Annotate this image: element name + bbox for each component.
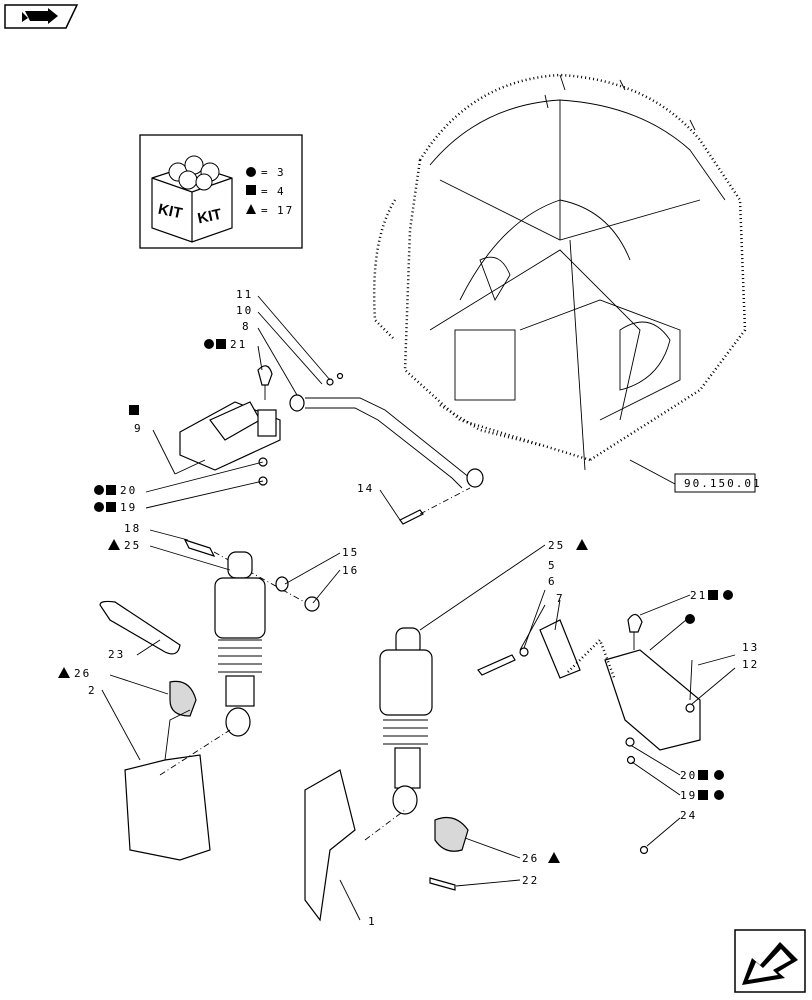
equals-sign: =	[261, 166, 270, 179]
square-symbol	[246, 185, 256, 195]
label-2: 2	[88, 684, 97, 697]
square-symbol	[106, 485, 116, 495]
next-page-arrow-icon[interactable]	[734, 929, 806, 993]
label-5: 5	[548, 559, 557, 572]
label-26: 26	[74, 667, 91, 680]
triangle-kit-value: 17	[277, 204, 294, 217]
circle-symbol	[714, 770, 724, 780]
leader-lines	[101, 295, 736, 921]
label-21: 21	[230, 338, 247, 351]
circle-symbol	[685, 614, 695, 624]
circle-symbol	[94, 485, 104, 495]
label-22: 22	[522, 874, 539, 887]
triangle-symbol	[58, 667, 70, 678]
kit-label-right: KIT	[196, 206, 223, 228]
label-9: 9	[134, 422, 143, 435]
circle-kit-value: 3	[277, 166, 286, 179]
part-labels: 11 10 8 21 9 20 19 14 18 25 15 16 23 26 …	[58, 288, 759, 928]
square-symbol	[106, 502, 116, 512]
label-6: 6	[548, 575, 557, 588]
label-25: 25	[124, 539, 141, 552]
triangle-symbol	[246, 204, 256, 214]
square-kit-value: 4	[277, 185, 286, 198]
label-16: 16	[342, 564, 359, 577]
triangle-symbol	[576, 539, 588, 550]
label-12: 12	[742, 658, 759, 671]
label-11: 11	[236, 288, 253, 301]
label-25: 25	[548, 539, 565, 552]
right-bracket	[477, 613, 701, 855]
circle-symbol	[246, 167, 256, 177]
label-20: 20	[680, 769, 697, 782]
label-18: 18	[124, 522, 141, 535]
square-symbol	[708, 590, 718, 600]
label-14: 14	[357, 482, 374, 495]
label-26: 26	[522, 852, 539, 865]
stabilizer-bar	[289, 372, 484, 525]
upper-bracket	[174, 365, 281, 486]
label-23: 23	[108, 648, 125, 661]
circle-symbol	[94, 502, 104, 512]
kit-box-icon	[151, 155, 233, 243]
label-21: 21	[690, 589, 707, 602]
kit-legend: KIT KIT = 3 = 4 = 17	[139, 134, 303, 249]
cab-frame	[372, 73, 747, 471]
reference-box: 90.150.01	[629, 459, 762, 493]
square-symbol	[129, 405, 139, 415]
label-1: 1	[368, 915, 377, 928]
triangle-symbol	[548, 852, 560, 863]
label-8: 8	[242, 320, 251, 333]
right-shock-absorber	[304, 627, 469, 922]
label-10: 10	[236, 304, 253, 317]
triangle-symbol	[108, 539, 120, 550]
left-shock-absorber	[99, 538, 320, 861]
reference-number: 90.150.01	[684, 477, 762, 490]
book-arrow-icon[interactable]	[4, 4, 79, 29]
label-13: 13	[742, 641, 759, 654]
equals-sign: =	[261, 204, 270, 217]
circle-symbol	[714, 790, 724, 800]
label-20: 20	[120, 484, 137, 497]
square-symbol	[216, 339, 226, 349]
label-19: 19	[680, 789, 697, 802]
kit-label-left: KIT	[157, 201, 184, 223]
square-symbol	[698, 790, 708, 800]
label-15: 15	[342, 546, 359, 559]
label-19: 19	[120, 501, 137, 514]
square-symbol	[698, 770, 708, 780]
label-7: 7	[556, 592, 565, 605]
circle-symbol	[204, 339, 214, 349]
equals-sign: =	[261, 185, 270, 198]
circle-symbol	[723, 590, 733, 600]
label-24: 24	[680, 809, 697, 822]
